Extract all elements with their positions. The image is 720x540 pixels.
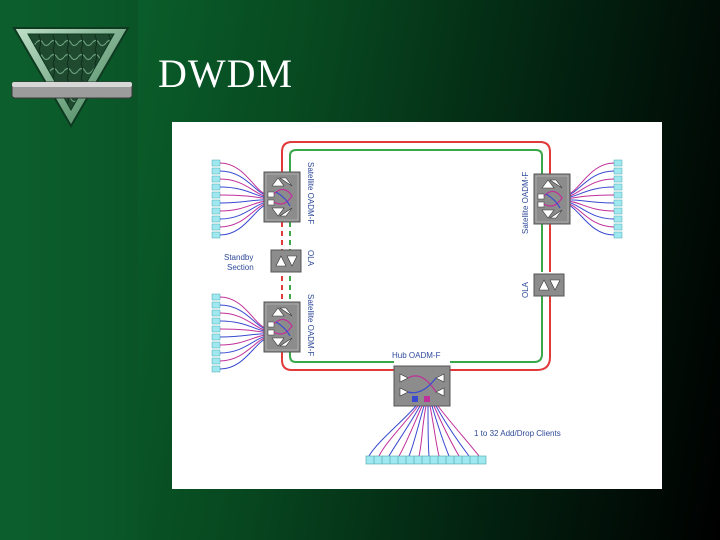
label-satellite-top-left: Satellite OADM-F — [306, 162, 315, 224]
satellite-oadm-top-left — [263, 171, 301, 223]
hub-fiber-fan — [368, 405, 480, 457]
slide-title: DWDM — [158, 51, 294, 96]
label-standby-line2: Section — [227, 263, 254, 272]
satellite-oadm-top-right — [533, 173, 571, 225]
client-ports-top-right — [613, 159, 623, 239]
dwdm-ring-diagram: Satellite OADM-F Satellite OADM-F Satell… — [172, 122, 662, 489]
triangle-marble-logo-icon — [11, 27, 133, 128]
red-fiber-ring — [281, 141, 551, 371]
hub-client-ports — [365, 455, 487, 465]
satellite-oadm-mid-left — [263, 301, 301, 353]
ola-left — [270, 249, 302, 273]
client-ports-top-left — [211, 159, 221, 239]
label-satellite-top-right: Satellite OADM-F — [521, 172, 530, 234]
client-ports-mid-left — [211, 293, 221, 373]
fiber-fan-top-right — [565, 162, 615, 236]
fiber-fan-mid-left — [219, 296, 269, 370]
label-ola-left: OLA — [306, 250, 315, 267]
hub-oadm-node — [393, 365, 451, 407]
fiber-fan-top-left — [219, 162, 269, 236]
label-standby-line1: Standby — [224, 253, 253, 262]
green-fiber-ring — [289, 149, 543, 363]
label-ola-right: OLA — [521, 281, 530, 298]
label-clients: 1 to 32 Add/Drop Clients — [474, 429, 561, 438]
label-hub: Hub OADM-F — [392, 351, 441, 360]
label-satellite-mid-left: Satellite OADM-F — [306, 294, 315, 356]
ola-right — [533, 273, 565, 297]
